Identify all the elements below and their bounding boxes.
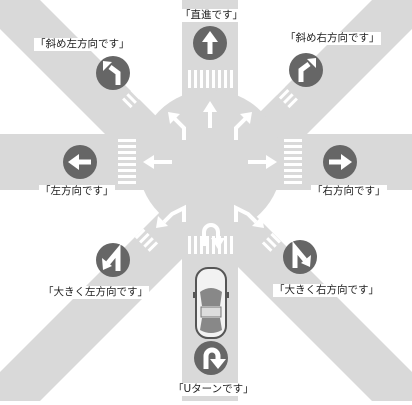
- car-rear-window: [200, 318, 222, 333]
- label-u-turn: 「Uターンです」: [172, 383, 255, 396]
- arrow-slight-right-icon: [289, 53, 323, 87]
- label-slight-right: 「斜め右方向です」: [284, 32, 381, 45]
- label-sharp-right: 「大きく右方向です」: [273, 284, 380, 297]
- label-left: 「左方向です」: [39, 185, 115, 198]
- arrow-slight-left-icon: [96, 56, 130, 90]
- car-mirror-right: [225, 292, 229, 298]
- car: [193, 268, 229, 338]
- arrow-left-icon: [63, 145, 97, 179]
- arrow-up-icon: [193, 26, 227, 60]
- label-sharp-left: 「大きく左方向です」: [42, 286, 149, 299]
- label-slight-left: 「斜め左方向です」: [34, 38, 131, 51]
- arrow-sharp-left-icon: [96, 243, 130, 277]
- arrow-sharp-right-icon: [283, 240, 317, 274]
- car-windshield: [200, 288, 222, 306]
- car-roof: [201, 307, 221, 317]
- label-right: 「右方向です」: [311, 185, 387, 198]
- arrow-u-turn-icon: [194, 341, 228, 375]
- car-mirror-left: [193, 292, 197, 298]
- arrow-right-icon: [323, 145, 357, 179]
- label-straight: 「直進です」: [179, 9, 244, 22]
